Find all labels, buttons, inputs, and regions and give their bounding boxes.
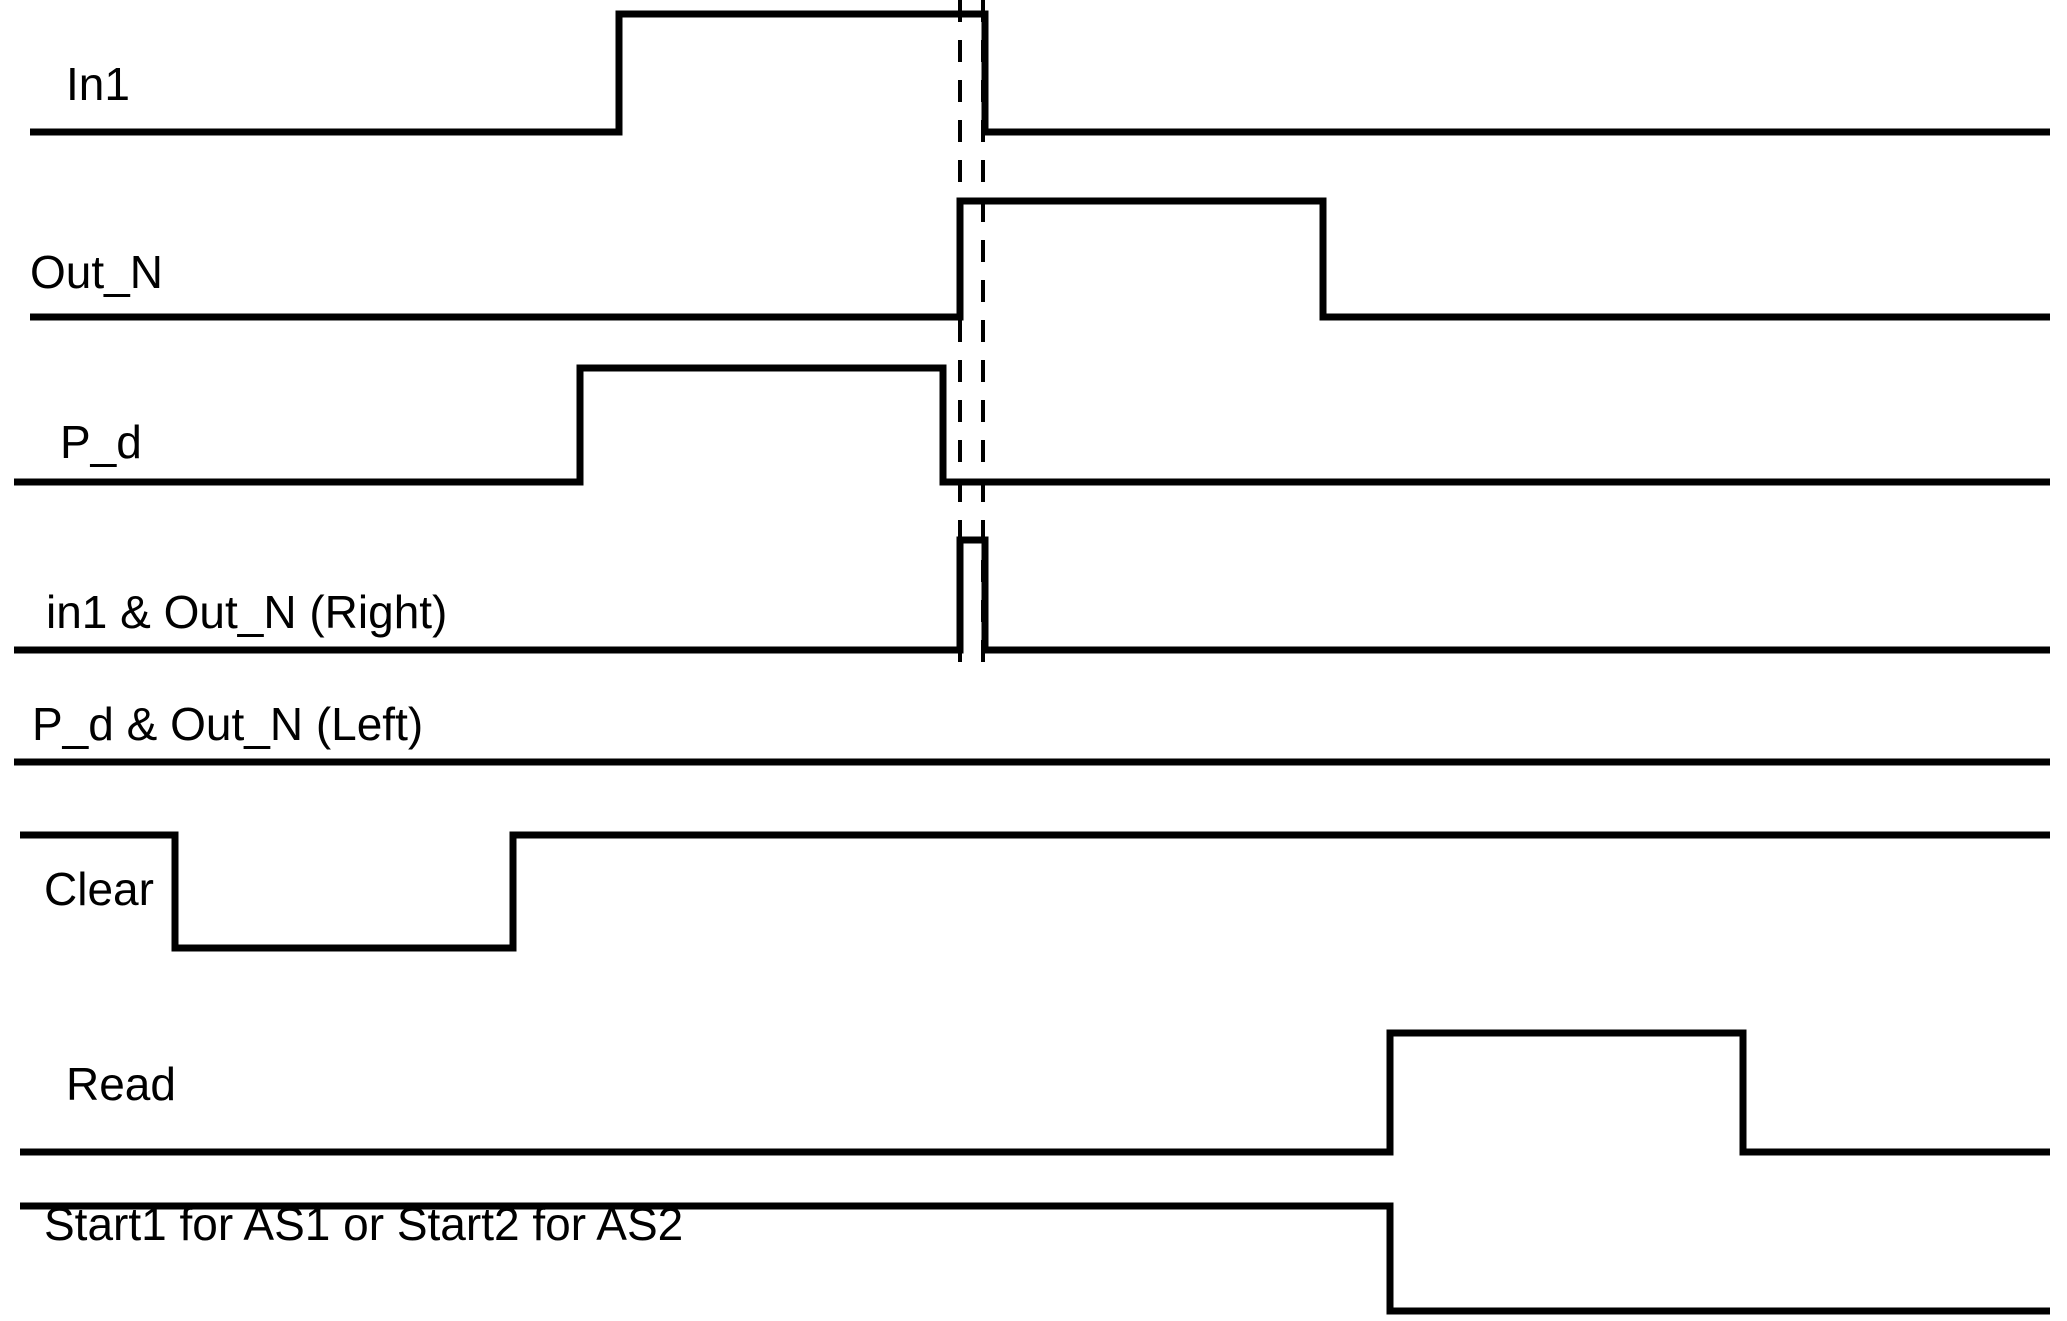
signal-label-p_d: P_d — [60, 416, 142, 468]
waveform-start1_as1_start2_as2 — [20, 1202, 2050, 1315]
waveform-p_d — [14, 364, 2050, 486]
signal-label-clear: Clear — [44, 863, 154, 915]
waveform-in1_and_out_n_right — [14, 536, 2050, 654]
signal-label-read: Read — [66, 1058, 176, 1110]
waveforms-group — [14, 10, 2050, 1315]
signal-label-in1_and_out_n_right: in1 & Out_N (Right) — [46, 586, 447, 638]
waveform-clear — [20, 831, 2050, 952]
signal-label-p_d_and_out_n_left: P_d & Out_N (Left) — [32, 698, 423, 750]
signal-label-out_n: Out_N — [30, 246, 163, 298]
signal-label-start1_as1_start2_as2: Start1 for AS1 or Start2 for AS2 — [44, 1198, 683, 1250]
signal-label-in1: In1 — [66, 58, 130, 110]
waveform-out_n — [30, 197, 2050, 321]
waveform-read — [20, 1029, 2050, 1156]
waveform-in1 — [30, 10, 2050, 136]
